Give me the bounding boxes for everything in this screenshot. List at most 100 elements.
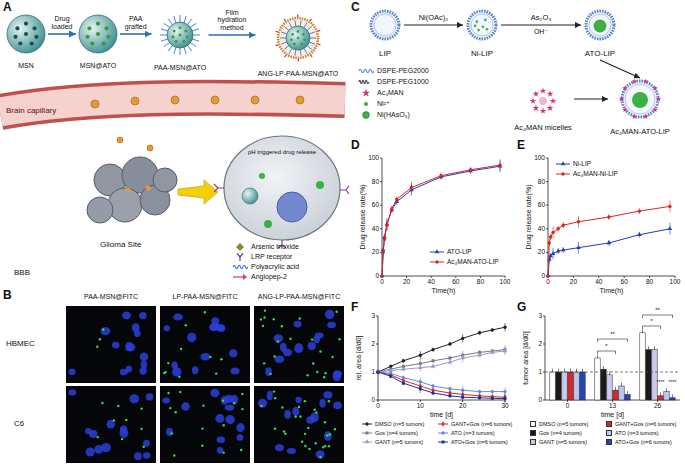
legend-entry: GANT (n=5 tumors)	[530, 439, 587, 445]
fitc-signal	[326, 434, 328, 436]
bar	[607, 375, 612, 400]
error-bar	[505, 394, 506, 402]
polymer-chain	[180, 48, 181, 55]
error-bar	[433, 391, 434, 395]
fitc-signal	[173, 454, 175, 456]
ac4man-star	[619, 96, 624, 101]
data-marker	[637, 232, 642, 236]
angiopep-ligand	[276, 30, 278, 32]
error-bar	[627, 391, 628, 394]
significance-bracket	[598, 339, 628, 342]
fitc-signal	[140, 407, 142, 409]
process-note: pH triggered drug release	[248, 149, 316, 156]
pore	[87, 26, 91, 30]
legend-text: DSPE-PEG1000	[377, 78, 429, 86]
precipitate-symbol	[363, 112, 370, 119]
legend-entry: Angiopep-2	[232, 273, 287, 281]
peptide-symbol	[243, 274, 247, 280]
nucleus	[141, 360, 147, 368]
error-bar	[666, 388, 667, 391]
fitc-signal	[334, 428, 336, 430]
legend-text: Ni(HAsO₃)	[377, 111, 410, 119]
nucleus	[323, 391, 332, 398]
series-line	[548, 229, 670, 276]
legend-text: ATO (n=3 tumors)	[615, 430, 659, 436]
polymer-chain	[164, 23, 170, 27]
tick-mark	[380, 158, 382, 159]
marker-sample	[435, 260, 438, 263]
tick-label: 40	[428, 278, 435, 285]
legend-icon	[556, 161, 570, 167]
particle-icon	[619, 78, 661, 120]
data-marker	[390, 207, 393, 210]
error-bar	[642, 329, 643, 332]
tick-mark	[546, 181, 548, 182]
data-marker	[503, 390, 506, 393]
drug-core	[594, 20, 607, 33]
polymer-chain	[168, 46, 172, 52]
data-marker	[377, 371, 380, 374]
nucleus	[275, 356, 285, 364]
nucleus	[325, 310, 335, 319]
fitc-signal	[125, 419, 127, 421]
angiopep-ligand	[276, 44, 278, 46]
nucleus	[236, 423, 244, 432]
data-marker	[498, 163, 501, 166]
polymer-chain	[295, 20, 296, 26]
series-line	[378, 372, 505, 399]
nickel-ion	[484, 19, 487, 22]
nanoparticle	[131, 97, 139, 105]
fitc-signal	[328, 445, 330, 447]
nucleus	[225, 415, 234, 424]
significance-mark: **	[655, 307, 660, 314]
data-marker	[504, 397, 507, 400]
silica-sphere	[167, 22, 193, 48]
node-label: ATO-LIP	[585, 49, 615, 58]
tick-label: 80	[372, 178, 379, 185]
bar-series	[545, 315, 680, 400]
series-line	[378, 372, 505, 397]
tick-label: 0	[375, 272, 379, 279]
pore	[15, 26, 19, 30]
fitc-signal	[121, 438, 123, 440]
fitc-signal	[298, 406, 300, 408]
data-marker	[448, 360, 453, 364]
fitc-signal	[308, 448, 310, 450]
data-marker	[551, 231, 554, 234]
pore	[182, 40, 185, 43]
polymer-symbol	[359, 80, 369, 84]
data-marker	[503, 326, 506, 329]
pore	[30, 41, 34, 45]
micrograph-grid	[66, 306, 344, 463]
nucleus	[101, 327, 111, 335]
peptide-symbol	[233, 276, 244, 277]
fitc-signal	[324, 421, 326, 423]
fitc-signal	[273, 355, 275, 357]
legend-swatch	[606, 421, 612, 427]
nucleus	[306, 416, 314, 424]
error-bar	[492, 396, 493, 400]
nucleus	[201, 353, 211, 361]
particle-icon	[368, 8, 402, 42]
legend-text: Gos (n=4 tumors)	[539, 430, 582, 436]
axis-title: time [d]	[601, 411, 624, 419]
micrograph	[254, 386, 344, 463]
tick-label: 0	[541, 272, 545, 279]
fitc-signal	[165, 371, 167, 373]
polymer-chain	[164, 43, 170, 47]
ac4man-star	[547, 105, 554, 111]
error-bar	[552, 369, 553, 372]
nucleus	[187, 333, 196, 343]
data-marker	[401, 367, 406, 371]
nanoparticle	[296, 96, 304, 104]
data-marker	[490, 350, 495, 354]
data-marker	[477, 353, 482, 357]
angiopep-ligand	[310, 19, 311, 21]
tick-mark	[543, 316, 545, 317]
particle-icon	[6, 14, 46, 54]
glioma-cell	[87, 197, 113, 223]
tick-mark	[675, 276, 676, 278]
tumor-cell	[214, 136, 349, 248]
nanoparticle	[242, 188, 258, 204]
fitc-signal	[178, 376, 180, 378]
